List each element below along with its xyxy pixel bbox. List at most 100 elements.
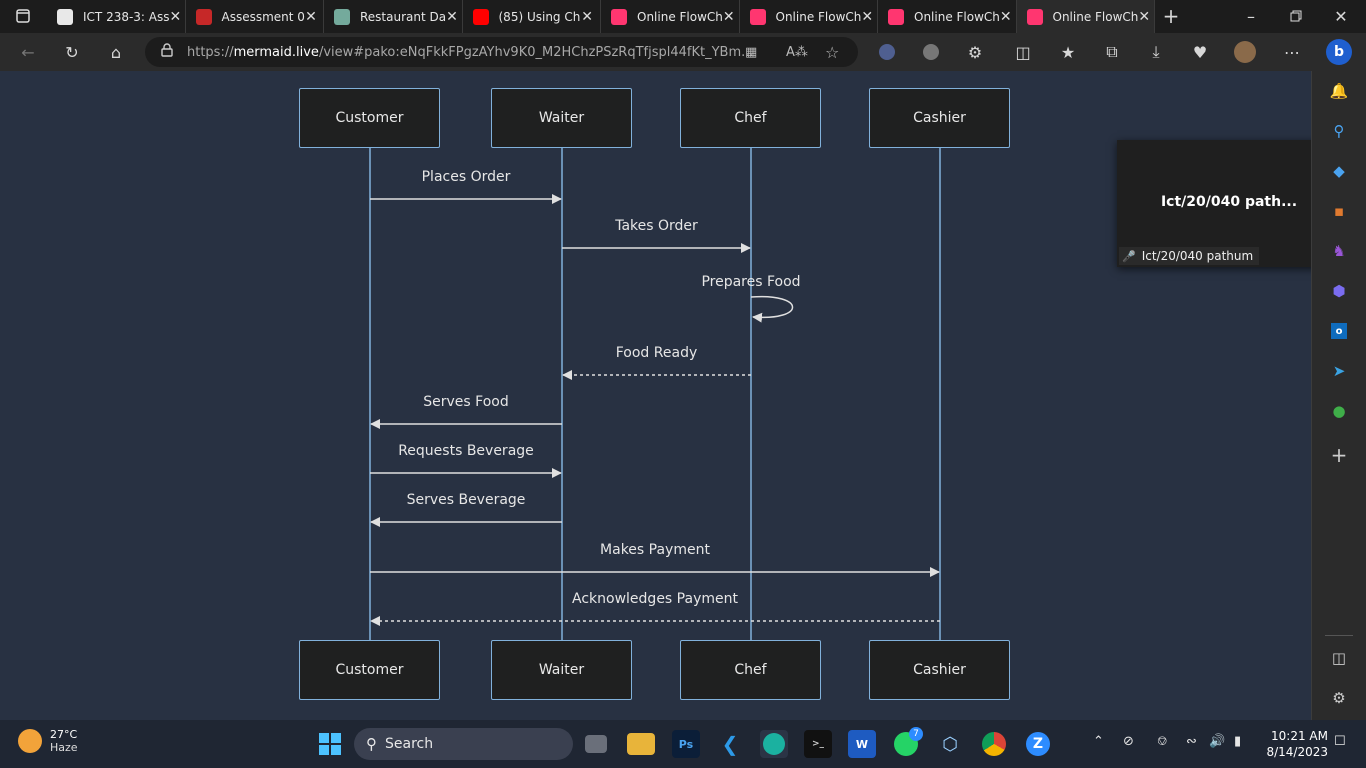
close-tab-icon[interactable]: ✕ <box>169 8 182 25</box>
url-prefix: https:// <box>187 44 234 60</box>
copilot-icon[interactable]: ⬢ <box>1332 282 1346 300</box>
app-available-icon[interactable]: ▦ <box>745 44 758 60</box>
browser-tab[interactable]: Online FlowCh✕ <box>878 0 1017 33</box>
message-label: Prepares Food <box>701 274 801 290</box>
games-icon[interactable]: ♞ <box>1332 242 1346 260</box>
network-off-icon[interactable]: ⊘ <box>1123 734 1134 749</box>
chrome-icon[interactable] <box>980 730 1008 758</box>
notification-bell-icon[interactable]: 🔔 <box>1329 82 1349 100</box>
temperature: 27°C <box>50 728 78 741</box>
actor-box-bottom: Cashier <box>869 640 1010 700</box>
browser-tab[interactable]: Restaurant Da✕ <box>324 0 463 33</box>
profile-avatar[interactable] <box>1232 39 1258 65</box>
telegram-icon[interactable]: ➤ <box>1332 362 1346 380</box>
performance-icon[interactable]: ♥ <box>1192 42 1208 62</box>
tab-title: Online FlowCh <box>637 9 723 24</box>
tab-actions-icon[interactable] <box>10 3 36 29</box>
read-aloud-icon[interactable]: A⁂ <box>786 44 808 60</box>
tree-icon[interactable]: ● <box>1332 402 1346 420</box>
virtualbox-icon[interactable]: ⬡ <box>942 733 958 755</box>
refresh-icon[interactable]: ↻ <box>65 42 79 62</box>
system-clock[interactable]: 10:21 AM 8/14/2023 <box>1262 728 1328 760</box>
message-label: Takes Order <box>615 218 698 234</box>
word-icon[interactable]: W <box>848 730 876 758</box>
favorite-star-icon[interactable]: ☆ <box>825 42 840 62</box>
edge-sidebar: 🔔 ⚲ ◆ ▪ ♞ ⬢ o ➤ ● + ◫ ⚙ <box>1311 71 1366 720</box>
cursor-extension-icon[interactable] <box>874 39 900 65</box>
url-text: https://mermaid.live/view#pako:eNqFkkFPg… <box>187 44 754 60</box>
extensions-icon[interactable]: ⚙ <box>967 42 983 62</box>
browser-tab[interactable]: Online FlowCh✕ <box>740 0 878 33</box>
mermaid-icon <box>611 8 627 25</box>
tab-title: Restaurant Da <box>360 9 447 24</box>
new-tab-button[interactable]: + <box>1162 4 1180 28</box>
browser-tab[interactable]: (85) Using Ch✕ <box>463 0 601 33</box>
bing-chat-icon[interactable]: b <box>1324 37 1354 67</box>
weather-widget[interactable]: 27°C Haze <box>18 728 78 754</box>
back-icon[interactable]: ← <box>21 42 35 62</box>
meeting-video-tile[interactable]: Ict/20/040 path... 🎤 Ict/20/040 pathum <box>1117 140 1341 267</box>
mermaid-icon <box>749 8 766 25</box>
hide-sidebar-icon[interactable]: ◫ <box>1331 649 1347 667</box>
address-bar[interactable]: https://mermaid.live/view#pako:eNqFkkFPg… <box>145 37 858 67</box>
tab-title: ICT 238-3: Ass <box>83 9 170 24</box>
shopping-icon[interactable]: ◆ <box>1333 162 1345 180</box>
outlook-icon[interactable]: o <box>1327 319 1351 343</box>
edge-icon[interactable] <box>760 730 788 758</box>
chatgpt-icon <box>334 8 350 25</box>
task-view-icon[interactable] <box>585 735 607 753</box>
downloads-icon[interactable]: ⤓ <box>1152 42 1160 61</box>
mermaid-icon <box>888 8 904 25</box>
search-icon: ⚲ <box>366 735 377 753</box>
photoshop-icon[interactable]: Ps <box>672 730 700 758</box>
start-button[interactable] <box>316 730 344 758</box>
taskbar-search[interactable]: ⚲ Search <box>354 728 573 760</box>
tab-title: (85) Using Ch <box>498 9 581 24</box>
browser-tab[interactable]: Online FlowCh✕ <box>1016 0 1155 33</box>
file-explorer-icon[interactable] <box>627 733 655 755</box>
battery-icon[interactable]: ▮ <box>1234 734 1242 749</box>
whatsapp-badge: 7 <box>909 727 923 741</box>
minimize-button[interactable]: – <box>1247 6 1255 26</box>
close-tab-icon[interactable]: ✕ <box>305 8 317 25</box>
favorites-icon[interactable]: ★ <box>1060 42 1076 62</box>
search-sidebar-icon[interactable]: ⚲ <box>1333 122 1345 140</box>
search-label: Search <box>385 736 434 752</box>
close-tab-icon[interactable]: ✕ <box>1138 8 1151 25</box>
sidebar-settings-icon[interactable]: ⚙ <box>1332 689 1346 707</box>
wifi-icon[interactable]: ∾ <box>1186 734 1197 749</box>
close-tab-icon[interactable]: ✕ <box>722 8 735 25</box>
microphone-icon[interactable]: ⎊ <box>1157 734 1168 749</box>
browser-tab[interactable]: ICT 238-3: Ass✕ <box>47 0 186 33</box>
mermaid-icon <box>1026 8 1043 25</box>
message-label: Serves Beverage <box>406 492 526 508</box>
show-hidden-icons[interactable]: ⌃ <box>1093 734 1104 749</box>
collections-icon[interactable]: ⧉ <box>1106 42 1118 61</box>
tab-title: Online FlowCh <box>914 9 1000 24</box>
message-label: Food Ready <box>615 345 698 361</box>
browser-tab[interactable]: Online FlowCh✕ <box>601 0 740 33</box>
tab-title: Online FlowCh <box>775 9 862 24</box>
browser-tab[interactable]: Assessment 0✕ <box>186 0 324 33</box>
add-sidebar-app-icon[interactable]: + <box>1330 443 1348 467</box>
close-tab-icon[interactable]: ✕ <box>861 8 874 25</box>
split-screen-icon[interactable]: ◫ <box>1015 42 1031 62</box>
close-window-button[interactable]: ✕ <box>1334 6 1348 26</box>
tools-icon[interactable]: ▪ <box>1333 202 1345 220</box>
restore-button[interactable] <box>1283 3 1309 29</box>
volume-icon[interactable]: 🔊 <box>1209 734 1226 749</box>
home-icon[interactable]: ⌂ <box>110 42 122 62</box>
clock-date: 8/14/2023 <box>1266 745 1328 759</box>
more-options-icon[interactable]: ⋯ <box>1284 42 1300 62</box>
close-tab-icon[interactable]: ✕ <box>999 8 1012 25</box>
sequence-diagram <box>369 148 941 640</box>
close-tab-icon[interactable]: ✕ <box>446 8 458 25</box>
close-tab-icon[interactable]: ✕ <box>581 8 594 25</box>
vscode-icon[interactable]: ❮ <box>721 732 739 756</box>
notification-center-icon[interactable]: ☐ <box>1334 734 1346 749</box>
moodle-icon <box>57 8 73 25</box>
clock-time: 10:21 AM <box>1271 729 1328 743</box>
terminal-icon[interactable]: >_ <box>804 730 832 758</box>
grammarly-icon[interactable] <box>918 39 944 65</box>
zoom-icon[interactable]: Z <box>1024 730 1052 758</box>
